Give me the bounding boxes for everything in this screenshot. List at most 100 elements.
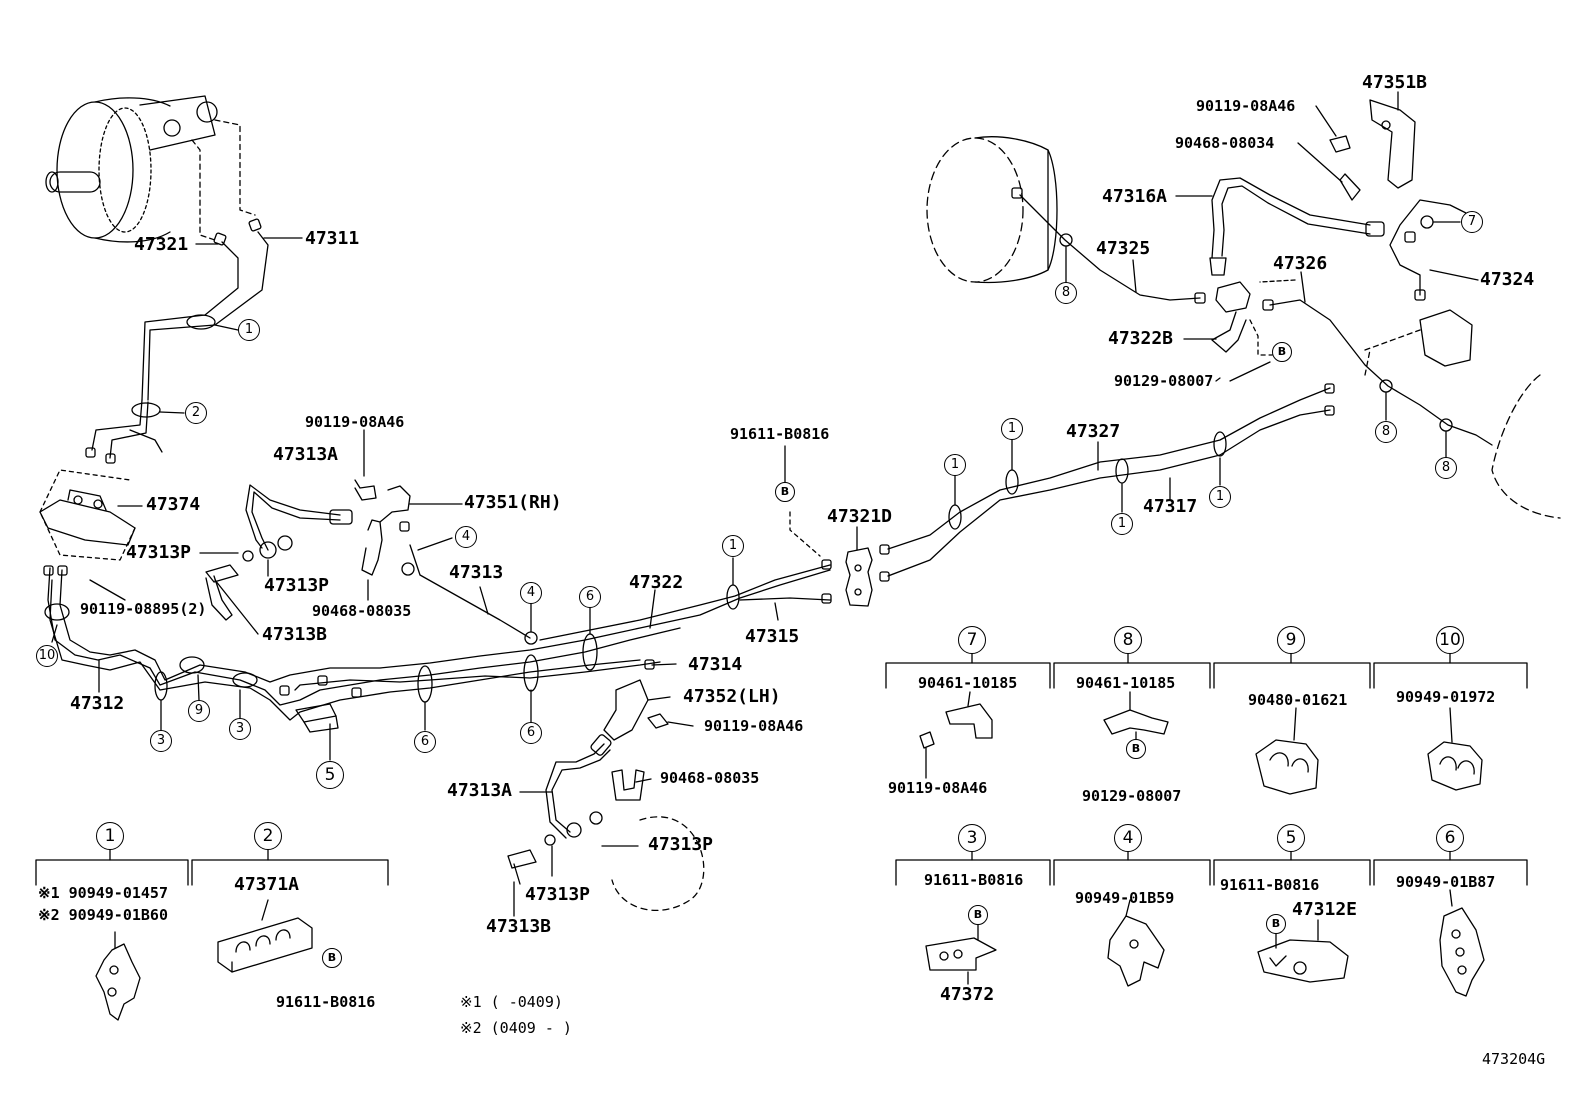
legend-5-b: B [1266, 914, 1286, 934]
part-47314: 47314 [688, 654, 743, 675]
callout-1: 1 [1001, 418, 1023, 440]
part-47327: 47327 [1066, 421, 1121, 442]
front-flexible-hose-icon [205, 479, 411, 621]
legend-1-number: 1 [96, 822, 124, 850]
callout-3: 3 [150, 730, 172, 752]
legend-5-number: 5 [1277, 824, 1305, 852]
part-90119-08a46-2: 90119-08A46 [704, 717, 804, 735]
part-47313p-1: 47313P [126, 542, 192, 563]
callout-1: 1 [722, 535, 744, 557]
clamp-4-icon [1107, 899, 1165, 987]
legend-3-part: 47372 [940, 984, 995, 1005]
callout-8: 8 [1375, 421, 1397, 443]
legend-9-number: 9 [1277, 626, 1305, 654]
callout-2: 2 [185, 402, 207, 424]
legend-1-line2: ※2 90949-01B60 [38, 906, 168, 924]
callout-b: B [1272, 342, 1292, 362]
callout-1: 1 [238, 319, 260, 341]
part-47313a-1: 47313A [273, 444, 339, 465]
block-47312e-icon [1257, 919, 1349, 983]
part-47313b-2: 47313B [486, 916, 552, 937]
part-47313: 47313 [449, 562, 504, 583]
callout-1: 1 [1209, 486, 1231, 508]
clamp-6-icon [1439, 889, 1485, 997]
abs-actuator-icon [39, 469, 136, 561]
part-90119-08a46-3: 90119-08A46 [1196, 97, 1296, 115]
legend-8-b: B [1126, 739, 1146, 759]
legend-10-part: 90949-01972 [1396, 688, 1496, 706]
part-47322: 47322 [629, 572, 684, 593]
callout-7: 7 [1461, 211, 1483, 233]
callout-6: 6 [579, 586, 601, 608]
legend-8-part: 90461-10185 [1076, 674, 1176, 692]
clamp-8-icon [1103, 691, 1169, 741]
legend-brackets [35, 651, 1528, 886]
callout-8: 8 [1435, 457, 1457, 479]
part-90119-08895: 90119-08895(2) [80, 600, 207, 618]
main-brake-tubes [47, 544, 831, 721]
legend-5-part: 47312E [1292, 899, 1358, 920]
legend-6-number: 6 [1436, 824, 1464, 852]
part-90468-08035-1: 90468-08035 [312, 602, 412, 620]
legend-7-part: 90461-10185 [918, 674, 1018, 692]
callout-1: 1 [1111, 513, 1133, 535]
part-47313p-2: 47313P [264, 575, 330, 596]
callout-1: 1 [944, 454, 966, 476]
clamp-7-icon [919, 691, 993, 779]
front-brake-tubes [85, 218, 269, 464]
callout-9: 9 [188, 700, 210, 722]
legend-3-b: B [968, 905, 988, 925]
part-47374: 47374 [146, 494, 201, 515]
legend-5-bolt: 91611-B0816 [1220, 876, 1320, 894]
part-47321: 47321 [134, 234, 189, 255]
legend-3-number: 3 [958, 824, 986, 852]
part-90468-08034: 90468-08034 [1175, 134, 1275, 152]
callout-10: 10 [36, 645, 58, 667]
legend-7-number: 7 [958, 626, 986, 654]
legend-8-number: 8 [1114, 626, 1142, 654]
clamp-47372-icon [925, 923, 997, 985]
part-47316a: 47316A [1102, 186, 1168, 207]
part-90468-08035-2: 90468-08035 [660, 769, 760, 787]
junction-block-icon [295, 703, 339, 761]
part-47313a-2: 47313A [447, 780, 513, 801]
rear-brake-tubes [887, 387, 1331, 577]
clamp-marks [44, 314, 1227, 703]
callout-5: 5 [316, 761, 344, 789]
tube-fittings [43, 383, 1335, 698]
legend-4-number: 4 [1114, 824, 1142, 852]
legend-2-part: 47371A [234, 874, 300, 895]
tee-47322b-icon [1211, 281, 1273, 356]
legend-4-part: 90949-01B59 [1075, 889, 1175, 907]
clamp-47371a-icon [217, 899, 313, 973]
legend-8-bolt: 90129-08007 [1082, 787, 1182, 805]
legend-1-line1: ※1 90949-01457 [38, 884, 168, 902]
clamp-9-icon [1255, 707, 1319, 795]
legend-3-bolt: 91611-B0816 [924, 871, 1024, 889]
note-1: ※1 ( -0409) [460, 993, 563, 1011]
legend-10-number: 10 [1436, 626, 1464, 654]
part-47326: 47326 [1273, 253, 1328, 274]
part-47352-lh: 47352(LH) [683, 686, 781, 707]
leader-lines [51, 91, 1479, 917]
part-47351-rh: 47351(RH) [464, 492, 562, 513]
rear-flexible-hose-icon [507, 679, 705, 912]
legend-7-bolt: 90119-08A46 [888, 779, 988, 797]
rear-tubes-right [1011, 187, 1493, 446]
part-47351b: 47351B [1362, 72, 1428, 93]
part-47317: 47317 [1143, 496, 1198, 517]
part-47325: 47325 [1096, 238, 1151, 259]
part-47321d: 47321D [827, 506, 893, 527]
rear-brake-drum-icon [926, 136, 1561, 519]
part-47313p-3: 47313P [648, 834, 714, 855]
legend-9-part: 90480-01621 [1248, 691, 1348, 709]
clamp-1-icon [95, 931, 141, 1021]
callout-6: 6 [414, 731, 436, 753]
brake-booster-icon [45, 95, 256, 243]
legend-2-bolt: 91611-B0816 [276, 993, 376, 1011]
part-47324: 47324 [1480, 269, 1535, 290]
note-2: ※2 (0409 - ) [460, 1019, 572, 1037]
legend-2-b: B [322, 948, 342, 968]
three-way-joint-icon [789, 511, 873, 607]
